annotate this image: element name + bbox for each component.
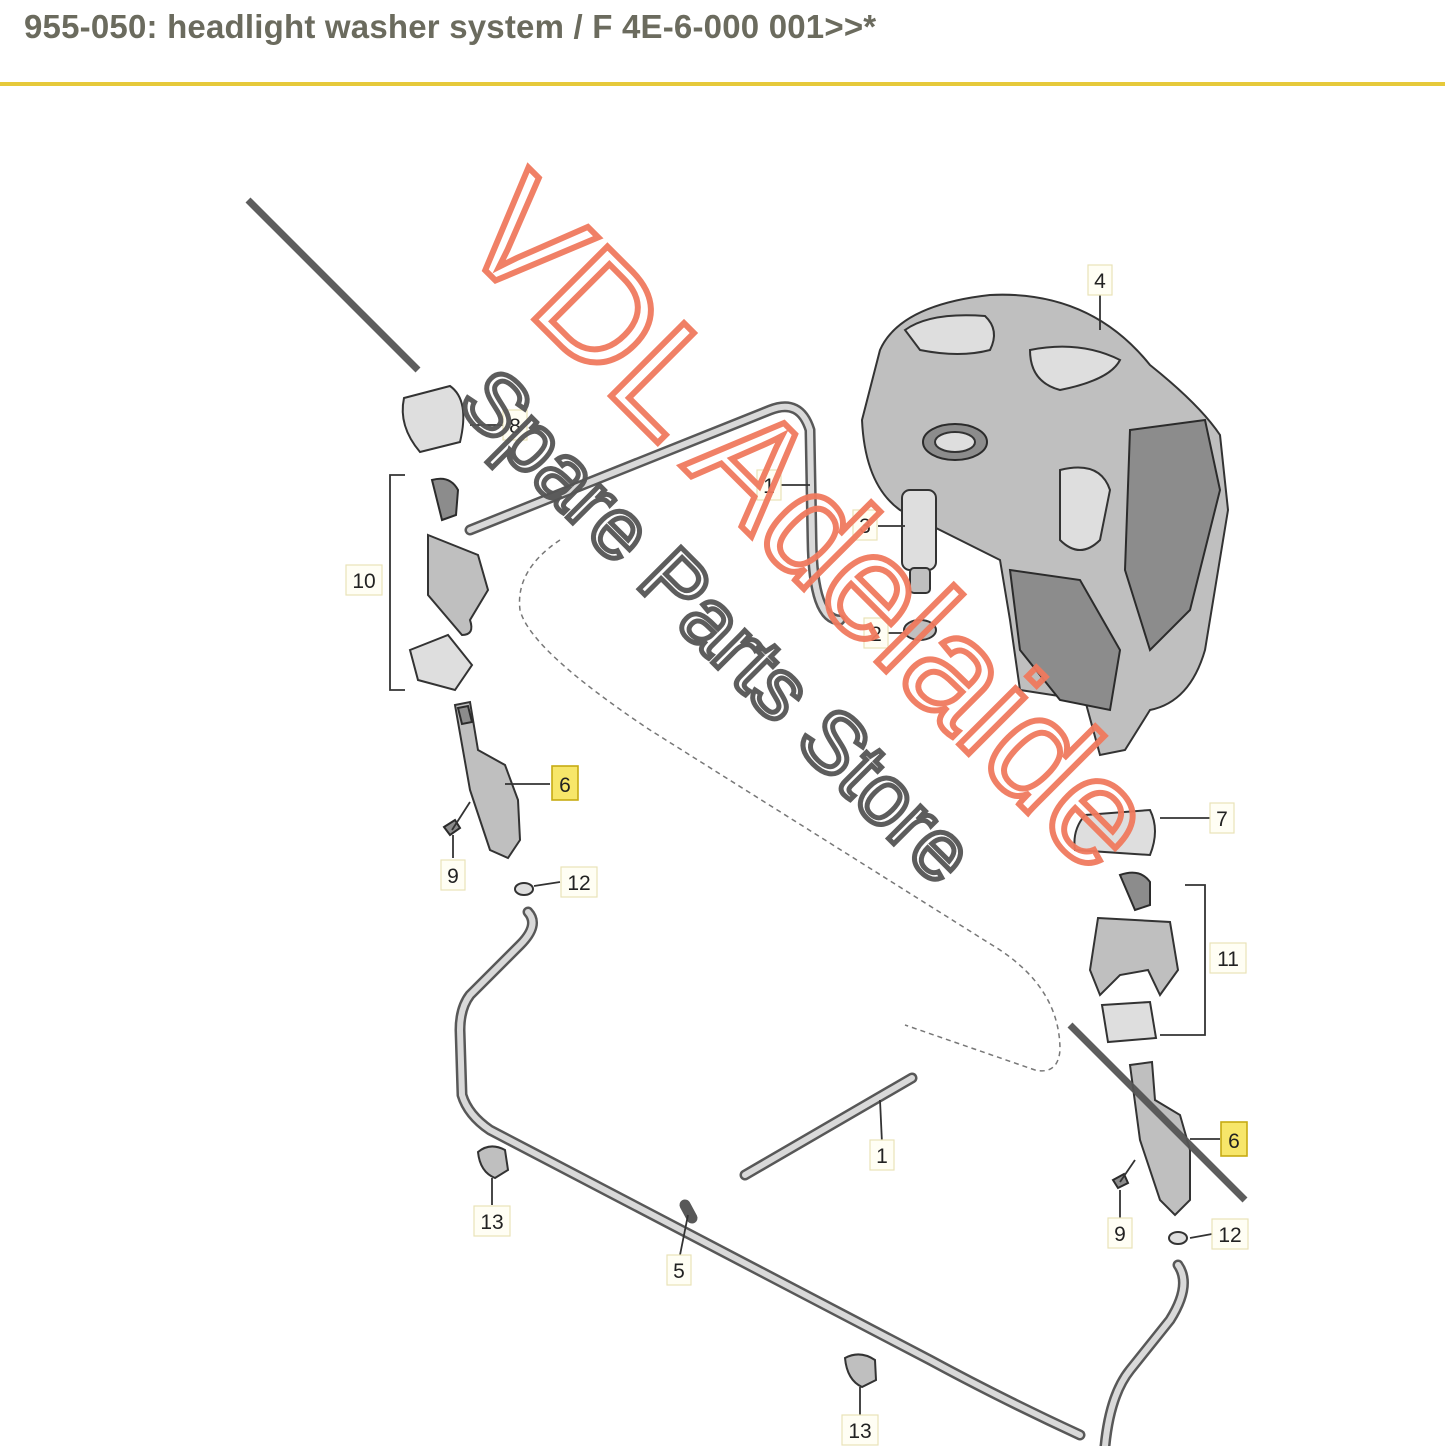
callout-4: 4 — [1087, 264, 1113, 296]
callout-12-left: 12 — [560, 866, 598, 898]
callout-11-label: 11 — [1217, 948, 1239, 971]
callout-6-left-label: 6 — [559, 774, 571, 797]
callout-10: 10 — [345, 564, 383, 596]
washer-pump — [901, 489, 937, 594]
callout-9-left-label: 9 — [447, 865, 459, 888]
callout-13-right-label: 13 — [848, 1420, 871, 1443]
callout-12-right: 12 — [1211, 1218, 1249, 1250]
header-bar: 955-050: headlight washer system / F 4E-… — [0, 0, 1445, 86]
callout-3: 3 — [852, 509, 878, 541]
screw-right — [1111, 1159, 1136, 1190]
bracket-group-right — [1088, 871, 1206, 1044]
nozzle-left — [453, 700, 522, 860]
callout-2: 2 — [863, 617, 889, 649]
leader-lines — [452, 295, 1220, 1415]
callout-3-label: 3 — [859, 515, 871, 538]
callout-6-right-label: 6 — [1228, 1130, 1240, 1153]
callout-8: 8 — [502, 409, 528, 441]
callout-2-label: 2 — [870, 623, 882, 646]
screw-left — [442, 801, 471, 837]
callout-7: 7 — [1209, 802, 1235, 834]
callout-1-bottom: 1 — [869, 1139, 895, 1171]
clip-right — [843, 1353, 878, 1389]
parts-diagram: 4 8 1 3 10 2 6 9 12 7 11 6 — [245, 141, 1249, 1446]
page-title: 955-050: headlight washer system / F 4E-… — [24, 8, 877, 45]
callout-1-top-label: 1 — [763, 475, 775, 498]
callout-13-right: 13 — [841, 1414, 879, 1446]
callout-12-right-label: 12 — [1218, 1224, 1241, 1247]
bracket-group-left — [389, 474, 490, 692]
callout-9-right-label: 9 — [1114, 1223, 1126, 1246]
watermark-stroke-top — [245, 197, 421, 373]
washer-reservoir — [860, 293, 1230, 757]
watermark-stroke-bottom — [1067, 1022, 1248, 1203]
callout-10-label: 10 — [352, 570, 375, 593]
o-ring-right — [1168, 1231, 1188, 1245]
o-ring-left — [514, 882, 534, 896]
callout-13-left-label: 13 — [480, 1211, 503, 1234]
cap-left — [401, 384, 465, 454]
callout-11: 11 — [1209, 942, 1247, 974]
callout-9-right: 9 — [1107, 1217, 1133, 1249]
pump-grommet — [903, 619, 937, 641]
clip-left — [476, 1145, 510, 1180]
callout-8-label: 8 — [509, 415, 521, 438]
callout-9-left: 9 — [440, 859, 466, 891]
callout-7-label: 7 — [1216, 808, 1228, 831]
callout-1-bottom-label: 1 — [876, 1145, 888, 1168]
reference-outline — [518, 539, 1061, 1072]
callout-12-left-label: 12 — [567, 872, 590, 895]
callout-6-left: 6 — [551, 765, 579, 801]
callout-4-label: 4 — [1094, 270, 1106, 293]
callout-13-left: 13 — [473, 1205, 511, 1237]
hose-network — [454, 401, 1189, 1446]
callout-1-top: 1 — [756, 469, 782, 501]
callout-5: 5 — [666, 1254, 692, 1286]
cap-right — [1073, 808, 1156, 857]
callout-5-label: 5 — [673, 1260, 685, 1283]
callout-6-right: 6 — [1220, 1121, 1248, 1157]
